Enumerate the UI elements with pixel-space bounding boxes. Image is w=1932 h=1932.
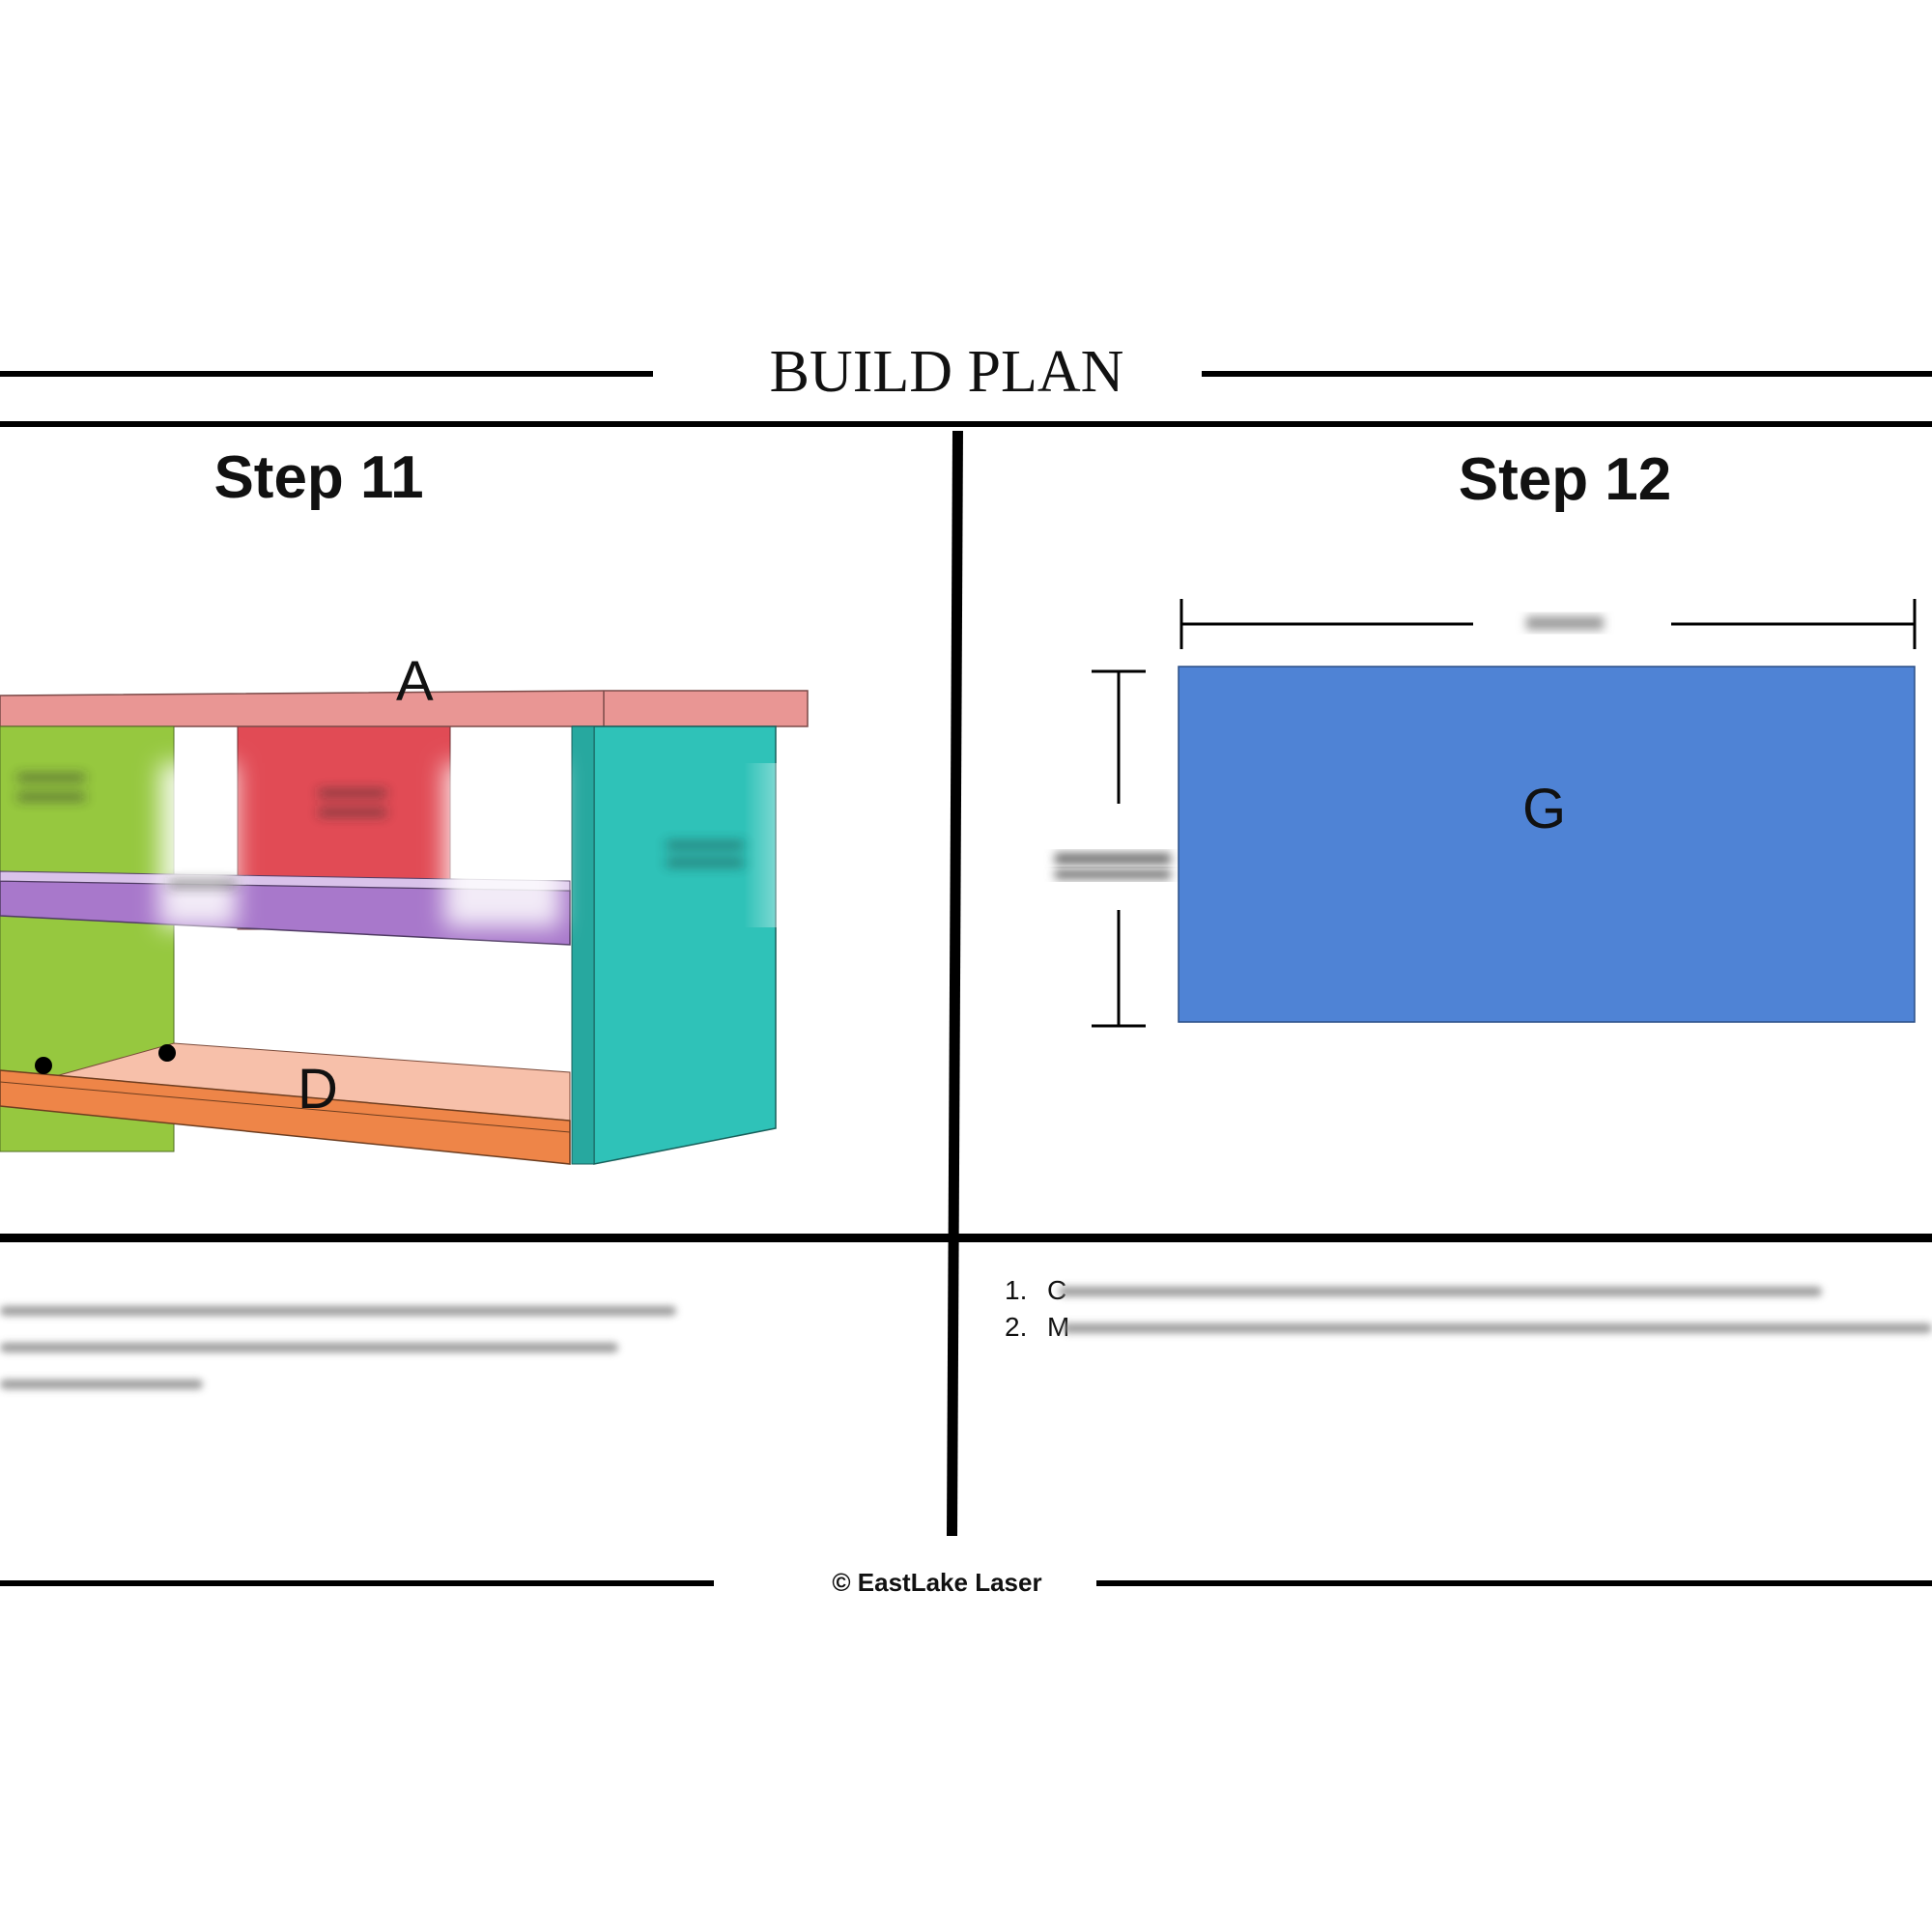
step-12-title: Step 12: [1458, 446, 1672, 513]
instruction-line: [0, 1306, 676, 1316]
part-label-d: D: [298, 1058, 338, 1121]
screw-dot: [158, 1044, 176, 1062]
instruction-line: [1059, 1287, 1822, 1296]
bottom-shelf: [0, 1042, 571, 1122]
instruction-text: M: [1047, 1312, 1070, 1342]
bottom-trim: [0, 1069, 571, 1165]
copyright-footer: © EastLake Laser: [832, 1568, 1042, 1597]
panel-g: [1178, 666, 1916, 1023]
footer-rule-left: [0, 1580, 714, 1586]
instruction-number: 1.: [1005, 1275, 1028, 1305]
horizontal-divider: [0, 1234, 1932, 1242]
screw-dot: [35, 1057, 52, 1074]
vertical-divider: [947, 430, 963, 1537]
page-title: BUILD PLAN: [769, 339, 1124, 405]
header-rule-left: [0, 371, 653, 377]
step-12-panel-diagram: [1055, 599, 1917, 1028]
header-rule-right: [1202, 371, 1932, 377]
footer-rule-right: [1096, 1580, 1932, 1586]
step-11-shelf-illustration: [0, 690, 831, 1165]
part-label-g: G: [1522, 778, 1567, 840]
instruction-line: [0, 1343, 618, 1352]
part-label-a: A: [396, 650, 434, 713]
instruction-line: [1063, 1323, 1932, 1333]
header-bottom-rule: [0, 421, 1932, 427]
instruction-text: C: [1047, 1275, 1067, 1305]
instruction-line: [0, 1379, 203, 1389]
instruction-number: 2.: [1005, 1312, 1028, 1342]
step-11-title: Step 11: [213, 444, 424, 511]
